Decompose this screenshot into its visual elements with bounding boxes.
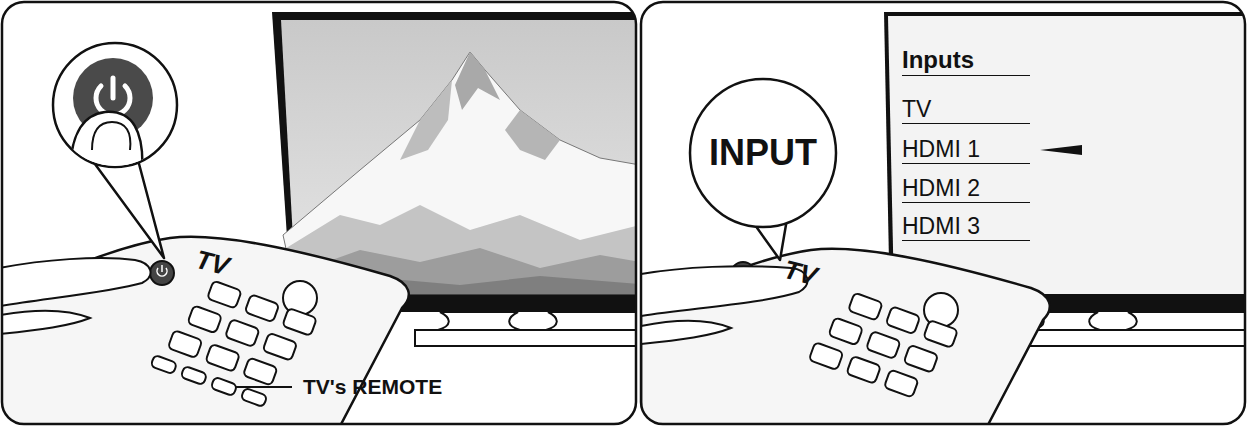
- remote-left-part-part: [187, 305, 222, 333]
- tv-left-part: [281, 20, 636, 294]
- magnifier-callout-part: [70, 112, 142, 175]
- tv-right-part: [1126, 312, 1245, 330]
- part-name: TV's REMOTE: [303, 375, 442, 399]
- remote-left-part: [157, 265, 167, 276]
- remote-right-part-part: [904, 345, 939, 373]
- remote-right-part-part: [886, 306, 921, 334]
- tv-left-part: [415, 330, 636, 346]
- remote-right-part-part: [884, 369, 919, 397]
- speech-bubble: INPUT: [688, 78, 838, 228]
- remote-left-part-part: [207, 281, 242, 309]
- tv-right-part: [1015, 330, 1245, 346]
- remote-left-part-part: [168, 330, 203, 358]
- tv-left-part: [505, 110, 560, 160]
- remote-right-part-part: [809, 342, 844, 370]
- magnifier-callout-part-part: [92, 122, 130, 150]
- leader-line: [236, 386, 292, 388]
- tv-screen-menu: InputsTV HDMI 1 HDMI 2 HDMI 3: [902, 44, 1122, 259]
- remote-left-part-part: [181, 366, 208, 385]
- left-panel-art: [2, 12, 636, 424]
- remote-right-part: [641, 321, 731, 344]
- remote-left-part-part: [241, 388, 268, 407]
- remote-left-part-part: [150, 355, 177, 374]
- right-panel-art: [641, 12, 1245, 424]
- remote-left-part-part: [211, 377, 238, 396]
- magnifier-callout-part: [92, 160, 164, 258]
- tv-right-part: [888, 16, 1245, 294]
- remote-right-part-part: [866, 331, 901, 359]
- remote-left-part-part: [245, 294, 280, 322]
- tv-left-part: [400, 80, 452, 160]
- menu-item: TV: [902, 96, 1030, 124]
- remote-left-part: [2, 311, 90, 334]
- remote-left-part: [150, 270, 316, 414]
- menu-item: HDMI 3: [902, 213, 1030, 241]
- remote-right: [641, 249, 1050, 424]
- panel-frame: [641, 2, 1245, 424]
- magnifier-callout-part: [111, 78, 116, 98]
- tv-right: [884, 12, 1245, 346]
- button-name: INPUT: [688, 132, 838, 174]
- panel-frame: [2, 2, 636, 424]
- remote-right-part-part: [828, 317, 863, 345]
- tv-left-part: [438, 312, 520, 330]
- menu-item: HDMI 1: [902, 136, 1030, 164]
- remote-right-part-part: [846, 356, 881, 384]
- remote-left-part: [2, 258, 150, 306]
- remote-left-part-part: [282, 308, 317, 336]
- menu-heading: Inputs: [902, 46, 1030, 76]
- remote-right-part: [641, 249, 1050, 424]
- remote-left-part-part: [205, 344, 240, 372]
- selection-arrow: [1040, 145, 1082, 155]
- remote-right-part-part: [923, 320, 958, 348]
- remote-left-part-part: [243, 357, 278, 385]
- remote-left-part: [150, 261, 174, 285]
- menu-item: HDMI 2: [902, 175, 1030, 203]
- magnifier-callout: [53, 43, 177, 258]
- remote-right-part: [809, 286, 958, 405]
- tv-left-part: [455, 52, 500, 110]
- remote-right-part-part: [848, 293, 883, 321]
- tv-left-part: [546, 312, 636, 330]
- tv-left-part: [283, 52, 636, 294]
- magnifier-callout-part-part: [70, 112, 142, 175]
- remote-left-part-part: [263, 333, 298, 361]
- remote-left-part-part: [225, 319, 260, 347]
